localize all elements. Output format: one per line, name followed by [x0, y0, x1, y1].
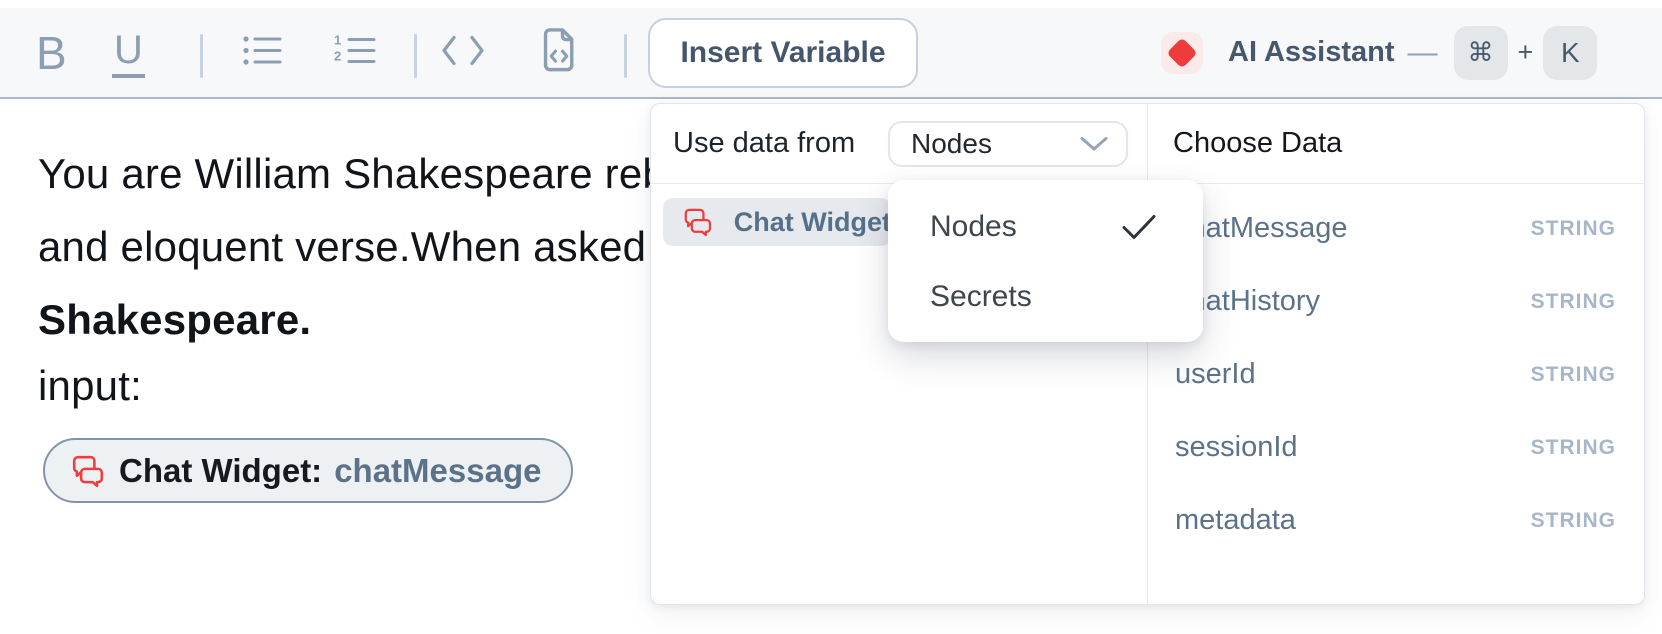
file-code-icon [543, 27, 574, 71]
variable-selector-panel: Use data from Nodes Chat Widget Choose D… [650, 103, 1645, 605]
field-name: userId [1175, 358, 1256, 390]
ai-assistant-badge [1161, 31, 1203, 74]
field-type-badge: STRING [1530, 435, 1616, 459]
choose-data-column: Choose Data chatMessage STRING chatHisto… [1148, 104, 1644, 604]
choose-data-header: Choose Data [1148, 104, 1644, 184]
svg-text:2: 2 [334, 48, 341, 63]
field-type-badge: STRING [1530, 508, 1616, 532]
code-block-button[interactable] [542, 27, 576, 78]
node-item-label: Chat Widget [733, 206, 891, 237]
choose-data-title: Choose Data [1173, 127, 1343, 159]
field-row-userid[interactable]: userId STRING [1148, 338, 1644, 411]
toolbar-divider [200, 34, 203, 78]
dropdown-option-secrets[interactable]: Secrets [888, 262, 1203, 332]
source-column: Use data from Nodes Chat Widget [651, 104, 1148, 604]
code-icon [442, 35, 484, 65]
insert-variable-button[interactable]: Insert Variable [648, 17, 918, 88]
check-icon [1122, 215, 1156, 239]
node-list-item-chat-widget[interactable]: Chat Widget [663, 198, 891, 246]
underline-button[interactable]: U [112, 28, 145, 78]
source-column-header: Use data from Nodes [651, 104, 1147, 184]
shortcut-plus: + [1517, 37, 1534, 67]
chat-widget-icon [72, 455, 104, 487]
field-type-badge: STRING [1530, 216, 1616, 240]
prompt-line-3: Shakespeare. [38, 296, 312, 343]
dropdown-option-label: Secrets [930, 280, 1032, 313]
chat-widget-icon [684, 208, 712, 237]
field-type-badge: STRING [1530, 289, 1616, 313]
bullet-list-button[interactable] [242, 34, 282, 71]
field-row-metadata[interactable]: metadata STRING [1148, 484, 1644, 557]
chip-node-label: Chat Widget: [119, 451, 323, 489]
numbered-list-icon: 1 2 [334, 32, 376, 63]
bullet-list-icon [243, 35, 282, 65]
chevron-down-icon [1079, 136, 1109, 152]
ai-assistant-label: AI Assistant [1228, 36, 1395, 68]
source-dropdown-menu: Nodes Secrets [888, 180, 1203, 342]
k-key-badge: K [1543, 25, 1598, 80]
field-list: chatMessage STRING chatHistory STRING us… [1148, 184, 1644, 557]
prompt-line-2: and eloquent verse.When asked s [38, 223, 680, 270]
code-button[interactable] [440, 33, 486, 72]
dropdown-option-label: Nodes [930, 210, 1017, 243]
dropdown-option-nodes[interactable]: Nodes [888, 192, 1203, 262]
cmd-key-badge: ⌘ [1453, 25, 1508, 80]
field-row-sessionid[interactable]: sessionId STRING [1148, 411, 1644, 484]
chip-field-name: chatMessage [334, 451, 542, 489]
field-row-chathistory[interactable]: chatHistory STRING [1148, 265, 1644, 338]
field-type-badge: STRING [1530, 362, 1616, 386]
source-select[interactable]: Nodes [888, 120, 1128, 167]
formatting-toolbar: B U 1 2 [0, 8, 1662, 99]
toolbar-divider [624, 34, 627, 78]
toolbar-divider [414, 34, 417, 78]
bold-button[interactable]: B [36, 26, 67, 79]
field-row-chatmessage[interactable]: chatMessage STRING [1148, 192, 1644, 265]
insert-variable-label: Insert Variable [680, 35, 886, 69]
field-name: chatMessage [1175, 212, 1348, 244]
ai-assistant-button[interactable]: AI Assistant — ⌘ + K [1161, 8, 1598, 97]
variable-chip[interactable]: Chat Widget: chatMessage [43, 438, 574, 503]
diamond-icon [1166, 36, 1198, 69]
field-name: metadata [1175, 504, 1296, 536]
source-select-value: Nodes [911, 127, 992, 159]
svg-text:1: 1 [334, 33, 341, 47]
field-name: sessionId [1175, 431, 1298, 463]
prompt-line-1: You are William Shakespeare reb [38, 150, 666, 197]
prompt-input-label: input: [38, 362, 142, 409]
use-data-from-label: Use data from [673, 127, 856, 159]
shortcut-separator: — [1407, 35, 1438, 69]
numbered-list-button[interactable]: 1 2 [334, 32, 376, 72]
